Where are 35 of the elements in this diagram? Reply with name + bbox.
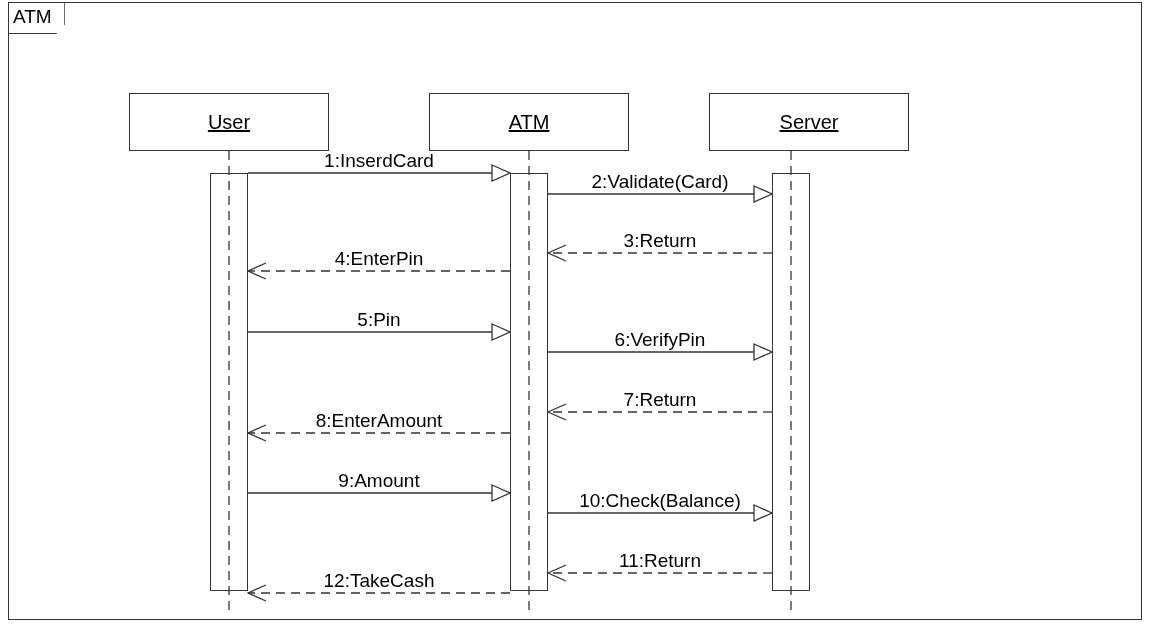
return-message-arrow	[547, 403, 773, 421]
participant-name: Server	[779, 110, 839, 134]
return-message-arrow	[547, 564, 773, 582]
message-label: 3:Return	[623, 231, 697, 251]
message-label: 1:InserdCard	[324, 151, 434, 171]
message-arrow	[547, 343, 773, 361]
activation-bar	[772, 173, 810, 591]
message-label: 6:VerifyPin	[614, 330, 706, 350]
message-label: 7:Return	[623, 390, 697, 410]
activation-bar	[510, 173, 548, 591]
message-label: 5:Pin	[357, 310, 401, 330]
message-label: 2:Validate(Card)	[591, 172, 729, 192]
return-message-arrow	[247, 584, 511, 602]
participant-name: ATM	[508, 110, 550, 134]
message-arrow	[247, 484, 511, 502]
participant-name: User	[207, 110, 251, 134]
activation-bar	[210, 173, 248, 591]
return-message-arrow	[547, 244, 773, 262]
message-arrow	[247, 323, 511, 341]
message-arrow	[547, 185, 773, 203]
participant-box	[709, 93, 909, 151]
message-label: 11:Return	[619, 551, 701, 571]
message-label: 9:Amount	[338, 471, 420, 491]
return-message-arrow	[247, 262, 511, 280]
message-label: 8:EnterAmount	[315, 411, 443, 431]
message-arrow	[247, 164, 511, 182]
frame-title: ATM	[9, 3, 65, 34]
participant-box	[129, 93, 329, 151]
message-label: 10:Check(Balance)	[579, 491, 741, 511]
message-label: 4:EnterPin	[334, 249, 424, 269]
frame	[8, 2, 1142, 620]
participant-box	[429, 93, 629, 151]
message-arrow	[547, 504, 773, 522]
return-message-arrow	[247, 424, 511, 442]
message-label: 12:TakeCash	[323, 571, 435, 591]
